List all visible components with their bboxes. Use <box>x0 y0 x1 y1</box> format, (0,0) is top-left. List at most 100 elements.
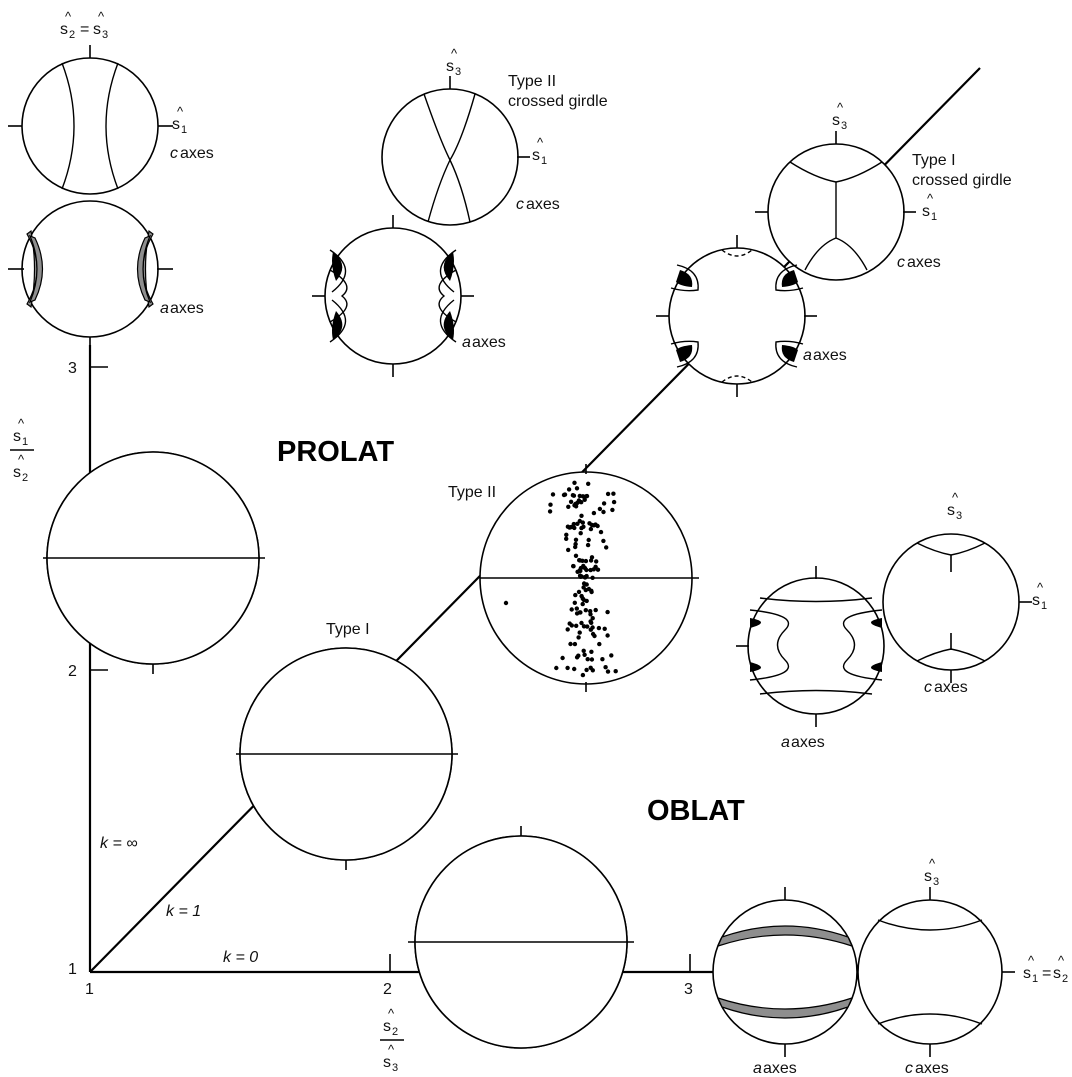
k-infinity-label: k = ∞ <box>100 835 138 852</box>
type-ii-scatter-net: Type II <box>448 464 699 692</box>
scatter-point <box>560 656 564 660</box>
scatter-point <box>597 642 601 646</box>
svg-text:3: 3 <box>956 510 962 522</box>
scatter-point <box>576 654 580 658</box>
scatter-point <box>581 564 585 568</box>
k-one-label: k = 1 <box>166 903 201 920</box>
scatter-point <box>599 530 603 534</box>
scatter-point <box>590 555 594 559</box>
type-ii-crossed-girdle-title-1: Type II <box>508 73 556 90</box>
scatter-point <box>576 635 580 639</box>
svg-text:s: s <box>13 464 21 481</box>
scatter-point <box>590 576 594 580</box>
scatter-point <box>571 564 575 568</box>
svg-text:s: s <box>1023 965 1031 982</box>
svg-text:2: 2 <box>22 472 28 484</box>
scatter-point <box>585 624 589 628</box>
scatter-point <box>603 665 607 669</box>
scatter-point <box>573 601 577 605</box>
svg-text:s: s <box>383 1054 391 1071</box>
scatter-point <box>573 502 577 506</box>
svg-text:=: = <box>80 21 89 38</box>
type-i-crossed-girdle-title-1: Type I <box>912 152 956 169</box>
k-zero-label: k = 0 <box>223 949 258 966</box>
type-ii-label: Type II <box>448 484 496 501</box>
type-i-contour-net: Type I <box>236 621 458 873</box>
scatter-point <box>584 568 588 572</box>
scatter-point <box>572 481 576 485</box>
scatter-point <box>589 666 593 670</box>
prolate-contour-net <box>43 452 265 674</box>
svg-text:c: c <box>905 1060 913 1077</box>
scatter-point <box>584 608 588 612</box>
scatter-point <box>548 509 552 513</box>
svg-text:1: 1 <box>1032 973 1038 985</box>
scatter-point <box>586 482 590 486</box>
scatter-point <box>601 539 605 543</box>
bottom-a-axes-net: a axes <box>713 887 857 1077</box>
s1-equals-s2-label: ^ s 1 = ^ s 2 <box>1023 953 1068 985</box>
scatter-point <box>570 607 574 611</box>
scatter-point <box>589 628 593 632</box>
scatter-point <box>597 626 601 630</box>
scatter-point <box>591 616 595 620</box>
scatter-point <box>567 487 571 491</box>
scatter-point <box>585 599 589 603</box>
scatter-point <box>598 507 602 511</box>
scatter-point <box>593 565 597 569</box>
scatter-point <box>575 522 579 526</box>
oblate-a-axes-net: a axes <box>736 566 884 751</box>
y-tick-label-2: 2 <box>68 663 77 680</box>
svg-text:1: 1 <box>22 436 28 448</box>
scatter-point <box>581 520 585 524</box>
scatter-point <box>589 589 593 593</box>
s2-equals-s3-label: ^ s 2 = ^ s 3 <box>60 9 108 41</box>
scatter-point <box>602 501 606 505</box>
scatter-point <box>589 621 593 625</box>
svg-text:s: s <box>532 147 540 164</box>
scatter-point <box>587 538 591 542</box>
scatter-point <box>579 514 583 518</box>
x-axis-ratio-label: ^ s 2 ^ s 3 <box>380 1006 404 1074</box>
svg-text:axes: axes <box>180 145 214 162</box>
scatter-point <box>554 666 558 670</box>
prolat-label: PROLAT <box>277 436 394 468</box>
scatter-point <box>610 508 614 512</box>
scatter-point <box>572 526 576 530</box>
scatter-point <box>585 582 589 586</box>
svg-text:1: 1 <box>1041 600 1047 612</box>
svg-text:3: 3 <box>102 29 108 41</box>
svg-text:axes: axes <box>915 1060 949 1077</box>
scatter-point <box>579 531 583 535</box>
type-ii-a-axes-net: a axes <box>312 215 506 377</box>
svg-text:axes: axes <box>813 347 847 364</box>
scatter-point <box>568 621 572 625</box>
scatter-point <box>573 593 577 597</box>
type-i-label: Type I <box>326 621 370 638</box>
svg-text:a: a <box>160 300 169 317</box>
scatter-point <box>587 521 591 525</box>
scatter-point <box>548 503 552 507</box>
svg-text:s: s <box>13 428 21 445</box>
scatter-point <box>580 559 584 563</box>
svg-text:c: c <box>924 679 932 696</box>
oblate-c-axes-net: ^ s 3 ^ s 1 c axes <box>883 490 1047 696</box>
scatter-point <box>584 668 588 672</box>
svg-text:s: s <box>172 116 180 133</box>
x-tick-label-2: 2 <box>383 981 392 998</box>
svg-text:c: c <box>516 196 524 213</box>
svg-text:axes: axes <box>763 1060 797 1077</box>
scatter-point <box>581 673 585 677</box>
svg-text:a: a <box>753 1060 762 1077</box>
y-tick-label-1: 1 <box>68 961 77 978</box>
scatter-point <box>564 537 568 541</box>
scatter-point <box>567 525 571 529</box>
scatter-point <box>591 632 595 636</box>
prolate-c-axes-net: ^ s 2 = ^ s 3 ^ s 1 c axes <box>8 9 214 194</box>
scatter-point <box>575 486 579 490</box>
y-tick-label-3: 3 <box>68 360 77 377</box>
scatter-point <box>601 510 605 514</box>
scatter-point <box>568 642 572 646</box>
